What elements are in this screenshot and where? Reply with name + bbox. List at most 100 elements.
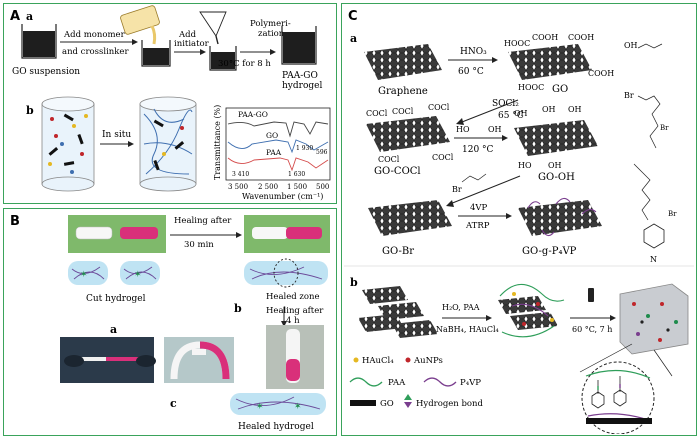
- go-hooc: HOOC: [504, 39, 530, 48]
- go-paa-composite: [498, 283, 565, 338]
- legend-paa-swatch: [349, 377, 383, 387]
- arrow-socl2-head: [456, 118, 464, 125]
- go-cooh-2: COOH: [568, 33, 594, 42]
- healed-hydrogel-label: Healed hydrogel: [238, 422, 314, 432]
- p4vp-chains: [527, 197, 597, 237]
- annot-1930: 1 930: [296, 145, 313, 152]
- cylinder-before: [41, 96, 95, 192]
- sub-b-label: b: [234, 302, 242, 315]
- step-label-3: Add: [178, 30, 197, 40]
- go-label: GO: [552, 84, 568, 95]
- graphene-sheet: [364, 44, 442, 80]
- annot-3410: 3 410: [232, 171, 249, 178]
- sub-b-label: b: [350, 276, 358, 289]
- series-go: GO: [266, 131, 278, 140]
- arrow-2-head: [200, 49, 206, 55]
- h2o-paa-label: H₂O, PAA: [442, 303, 480, 312]
- legend-hbond-down: [404, 402, 412, 408]
- side-oh: OH: [624, 41, 638, 50]
- hang-photo: [266, 325, 324, 389]
- arrow-1-head: [132, 39, 138, 45]
- go-cooh-1: COOH: [532, 33, 558, 42]
- legend-hbond: Hydrogen bond: [416, 399, 484, 409]
- beaker-2: [141, 40, 171, 67]
- series-paa: PAA: [266, 148, 282, 157]
- start-label: GO suspension: [12, 67, 80, 77]
- series-paa-go: PAA-GO: [238, 110, 268, 119]
- oh-4: OH: [548, 161, 562, 170]
- temp60-label: 60 °C: [458, 67, 484, 77]
- hno3-label: HNO₃: [460, 47, 487, 57]
- stretch-photo: [60, 337, 156, 383]
- zoom-ring-2: [613, 389, 627, 407]
- go-cocl-label: GO-COCl: [374, 166, 421, 177]
- tick-3500: 3 500: [228, 183, 248, 191]
- tick-500: 500: [316, 183, 329, 191]
- spectrum-go-line: [227, 139, 329, 154]
- panel-c-figure: C a Graphene HNO₃ 60 °C HOOC COOH COOH C…: [344, 9, 694, 435]
- side-n: N: [650, 255, 657, 264]
- side-br: Br: [624, 91, 634, 100]
- arrow-heat-head: [610, 315, 616, 321]
- side-br-3: Br: [668, 210, 677, 218]
- heal-2-line-1: Healing after: [266, 306, 324, 316]
- healed-hydrogel-schematic: ✶ ✶: [230, 393, 326, 415]
- go-hooc-2: HOOC: [518, 83, 544, 92]
- oh-2: OH: [542, 105, 556, 114]
- go-oh-sheet: [514, 120, 598, 156]
- legend-paa: PAA: [388, 378, 406, 388]
- temp60h-label: 60 °C, 7 h: [572, 325, 612, 334]
- diol-ho: HO: [456, 125, 470, 134]
- legend-hbond-up: [404, 394, 412, 400]
- step-label-7: 30°C for 8 h: [218, 59, 271, 69]
- cut-hydrogel-schematic: ✶ ✶: [68, 261, 160, 285]
- arrow-heal-1-head: [236, 232, 242, 238]
- spectrum-paa-line: [227, 157, 329, 172]
- arrow-hno3-head: [492, 57, 498, 63]
- tick-2500: 2 500: [258, 183, 278, 191]
- zoom-line-2: [653, 349, 673, 377]
- go-stack: [358, 286, 438, 338]
- end-label-1: PAA-GO: [282, 71, 318, 81]
- arrow-br: [449, 175, 521, 205]
- panel-b-letter: B: [10, 214, 20, 229]
- dropper: [199, 11, 227, 45]
- spectrum-xlabel: Wavenumber (cm⁻¹): [242, 192, 323, 201]
- legend-haucl4: HAuCl₄: [362, 356, 394, 366]
- panel-b-figure: B ✶ ✶ Cut hydrogel a Healing after 30 mi…: [10, 214, 330, 432]
- panel-a-figure: A a GO suspension Add monomer and crossl…: [10, 5, 331, 201]
- oh-3: OH: [568, 105, 582, 114]
- go-g-label: GO-g-P₄VP: [522, 246, 577, 257]
- go-cocl-sheet: [366, 116, 450, 152]
- cylinder-after: [139, 96, 197, 192]
- diol-oh: OH: [488, 125, 502, 134]
- temp65-label: 65 °C: [498, 111, 524, 121]
- go-br-sheet: [368, 200, 452, 236]
- legend-p4vp-swatch: [423, 377, 457, 387]
- beaker-paa-go: [281, 26, 317, 65]
- go-sheet: [508, 44, 592, 80]
- step-label-6: zation: [258, 29, 285, 39]
- step-label-2: and crosslinker: [62, 47, 129, 57]
- spectrum-paa-go-line: [227, 121, 329, 138]
- beaker-3: [209, 46, 237, 71]
- cocl-3: COCl: [428, 103, 450, 112]
- sub-a-label: a: [350, 32, 357, 45]
- side-structures: OH Br Br N Br: [624, 41, 677, 264]
- graphene-label: Graphene: [378, 86, 428, 97]
- annot-596: 596: [316, 149, 328, 156]
- panel-c: C a Graphene HNO₃ 60 °C HOOC COOH COOH C…: [341, 3, 697, 436]
- go-g-p4vp-sheet: [518, 200, 602, 236]
- heal-1-line-1: Healing after: [174, 216, 232, 226]
- healed-schematic: [244, 258, 328, 288]
- reagent-br-structure: [461, 173, 487, 183]
- pouring-beaker: [120, 5, 160, 45]
- cut-hydrogel-photo: [68, 215, 166, 253]
- legend-aunps: AuNPs: [413, 356, 443, 366]
- legend-p4vp: P₄VP: [460, 378, 481, 388]
- zoom-line-1: [579, 343, 633, 373]
- arrow-br-head: [446, 200, 454, 207]
- panel-a-letter: A: [10, 9, 20, 24]
- side-br-2: Br: [660, 124, 669, 132]
- go-oh-label: GO-OH: [538, 172, 575, 183]
